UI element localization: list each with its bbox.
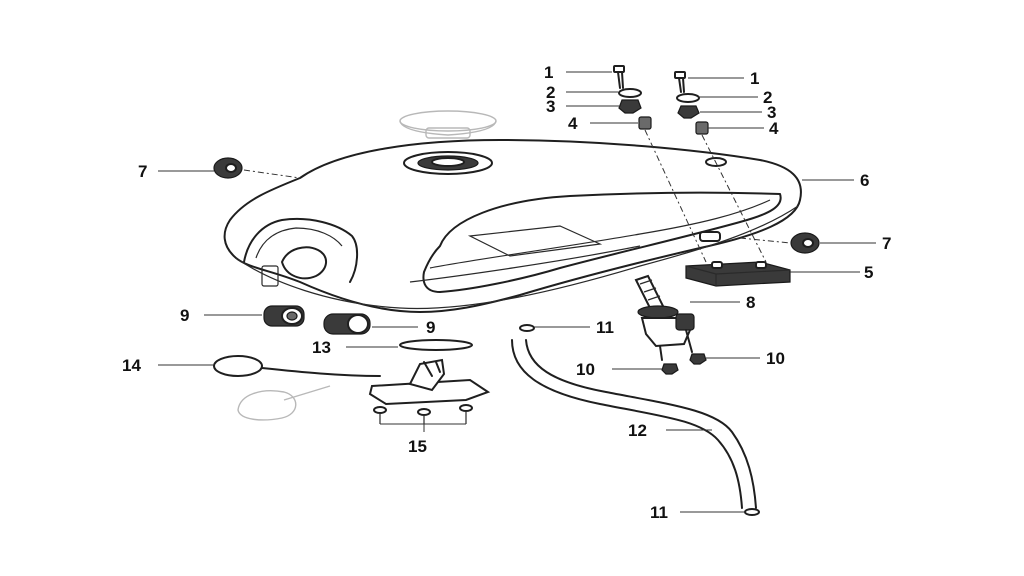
fuel-hose <box>511 339 757 509</box>
fuel-gauge-unit <box>368 358 491 432</box>
callout-2-right: 2 <box>763 88 772 107</box>
bolt-set-left <box>613 65 652 130</box>
callout-7-left: 7 <box>138 162 147 181</box>
fuel-gauge-float <box>213 355 381 421</box>
callout-15: 15 <box>408 437 427 456</box>
callout-4-left: 4 <box>568 114 578 133</box>
callout-11-bottom: 11 <box>650 503 668 522</box>
rubber-cushion-right <box>323 313 371 335</box>
callout-9-right: 9 <box>426 318 435 337</box>
callout-8: 8 <box>746 293 755 312</box>
callout-2-left: 2 <box>546 83 555 102</box>
callout-1-right: 1 <box>750 69 759 88</box>
fuel-tank <box>223 138 802 314</box>
screw-right <box>689 353 707 365</box>
fuel-gauge-gasket <box>399 339 473 351</box>
rubber-cushion-left <box>263 305 305 327</box>
callout-4-right: 4 <box>769 119 779 138</box>
screw-left <box>661 363 679 375</box>
callout-9-left: 9 <box>180 306 189 325</box>
hose-clip-bottom <box>744 508 760 516</box>
rubber-grommet-left <box>213 157 243 179</box>
callout-13: 13 <box>312 338 331 357</box>
callout-7-right: 7 <box>882 234 891 253</box>
callout-10-left: 10 <box>576 360 595 379</box>
callout-14: 14 <box>122 356 141 375</box>
callout-11-top: 11 <box>596 318 614 337</box>
leader-lines <box>158 71 876 513</box>
callout-6: 6 <box>860 171 869 190</box>
callout-1-left: 1 <box>544 63 553 82</box>
callout-5: 5 <box>864 263 873 282</box>
callout-10-right: 10 <box>766 349 785 368</box>
fuel-cap-ghost <box>399 110 497 139</box>
fuel-valve <box>634 274 695 361</box>
callout-3-left: 3 <box>546 97 555 116</box>
rubber-pad <box>685 261 791 287</box>
bolt-set-right <box>674 71 709 135</box>
rubber-grommet-right <box>790 232 820 254</box>
callout-labels: 1 2 3 4 1 2 3 4 7 6 7 5 8 9 9 11 13 14 1… <box>122 63 891 522</box>
hose-clip-top <box>519 324 535 332</box>
callout-12: 12 <box>628 421 647 440</box>
callout-3-right: 3 <box>767 103 776 122</box>
